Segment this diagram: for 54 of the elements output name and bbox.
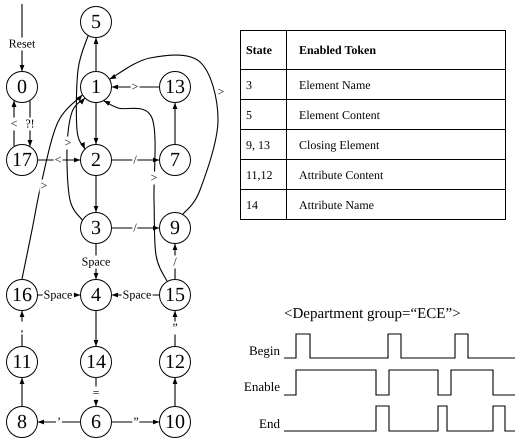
arrow <box>94 176 98 212</box>
table-cell: State <box>241 31 287 69</box>
arrow <box>112 84 159 90</box>
edge-label: Space <box>42 288 74 302</box>
signal-label: Enable <box>244 379 280 394</box>
edge-label: = <box>92 386 100 400</box>
arrow <box>110 54 219 214</box>
edge-label: < <box>10 118 18 130</box>
arrow <box>94 378 98 406</box>
arrow <box>112 226 160 230</box>
edge-label: > <box>64 136 72 150</box>
table-cell: 5 <box>241 100 287 129</box>
edge-label: Space <box>122 288 152 302</box>
edge-label: / <box>172 256 178 268</box>
edge-label: ?! <box>24 118 36 130</box>
arrow <box>172 102 178 144</box>
arrow <box>104 100 168 282</box>
arrow <box>112 158 160 162</box>
arrow <box>21 94 83 280</box>
arrow <box>76 36 89 150</box>
edge-label: / <box>132 154 138 166</box>
edge-label: > <box>150 172 158 184</box>
table-cell: 9, 13 <box>241 130 287 159</box>
timing-title: <Department group=“ECE”> <box>284 305 461 323</box>
table-cell-text: Element Name <box>298 76 372 94</box>
arrow <box>20 310 24 346</box>
arrow <box>12 100 16 146</box>
edge-label: Reset <box>8 38 36 50</box>
table-cell-text: Closing Element <box>298 136 380 154</box>
arrow <box>66 98 86 220</box>
arrow <box>94 311 98 346</box>
signal-label: Begin <box>248 343 280 358</box>
table-cell-text: Element Content <box>298 106 381 124</box>
arrow <box>38 158 80 162</box>
arrow <box>112 420 160 424</box>
edge-label: ” <box>171 322 179 334</box>
table-cell: 11,12 <box>241 160 287 189</box>
table-cell: 3 <box>241 70 287 99</box>
signal-label: End <box>259 416 280 431</box>
edge-label: > <box>40 180 48 192</box>
table-cell: 14 <box>241 190 287 219</box>
arrow <box>94 38 98 71</box>
table-cell-text: Attribute Content <box>298 166 384 184</box>
arrow <box>94 103 98 144</box>
table-cell-text: Enabled Token <box>298 42 378 59</box>
arrow <box>20 378 24 406</box>
arrow <box>28 100 32 147</box>
arrow <box>172 378 178 406</box>
arrow <box>172 310 178 346</box>
arrow <box>38 420 80 424</box>
edge-label: Space <box>80 256 112 268</box>
table-cell-text: Attribute Name <box>298 196 375 214</box>
edge-label: , <box>20 322 24 334</box>
edge-label: / <box>132 222 138 234</box>
